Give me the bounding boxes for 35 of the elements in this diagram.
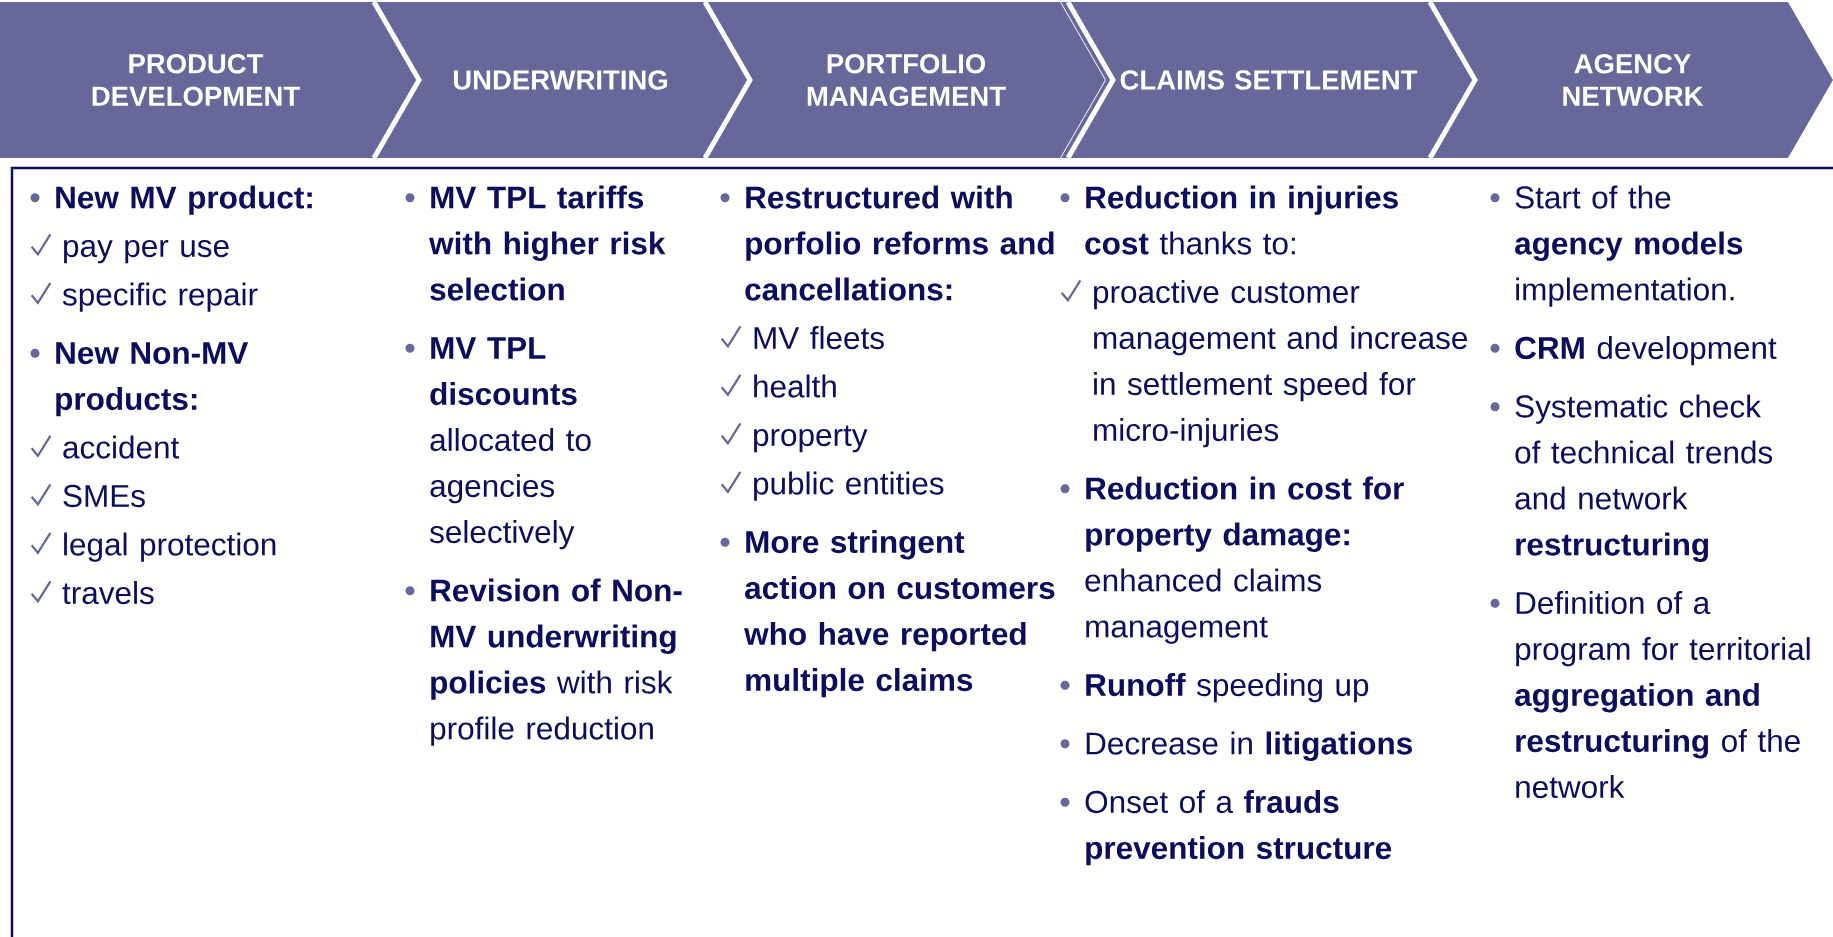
bullet-item: Reduction in injuries cost thanks to: <box>1060 185 1398 255</box>
node-label: UNDERWRITING <box>453 70 668 90</box>
bullet-item: MV TPL discounts allocated to agencies selectively <box>405 337 591 550</box>
node-label: PRODUCT DEVELOPMENT <box>92 54 300 106</box>
bullet-item: Systematic check of technical trends and network restructuring <box>1490 394 1773 562</box>
check-item: specific repair <box>30 282 258 312</box>
check-item: public entities <box>720 471 944 501</box>
bullet-item: Start of the agency models implementation. <box>1490 185 1743 307</box>
bullet-item: MV TPL tariffs with higher risk selection <box>405 185 666 301</box>
process-step: CLAIMS SETTLEMENT <box>1061 2 1477 158</box>
bullet-item: Definition of a program for territorial aggregation and restructuring of the network <box>1490 591 1810 799</box>
check-item: pay per use <box>30 233 229 264</box>
check-item: legal protection <box>30 532 276 562</box>
bullet-item: New Non-MV products: <box>30 342 249 417</box>
bullet-item: New MV product: <box>30 185 312 215</box>
bullet-item: Restructured with porfolio reforms and cancellations: <box>720 185 1054 301</box>
check-item: SMEs <box>30 483 145 508</box>
check-item: property <box>720 422 868 453</box>
check-item: accident <box>30 435 180 459</box>
node-label: AGENCY NETWORK <box>1563 54 1704 106</box>
check-item: travels <box>30 580 154 605</box>
process-step: UNDERWRITING <box>367 2 754 158</box>
check-item: MV fleets <box>720 325 884 350</box>
bullet-item: Decrease in litigations <box>1060 731 1412 761</box>
bullet-item: CRM development <box>1490 336 1777 366</box>
node-label: CLAIMS SETTLEMENT <box>1120 70 1418 90</box>
process-step: PORTFOLIO MANAGEMENT <box>707 2 1105 158</box>
bullet-item: Runoff speeding up <box>1060 673 1369 703</box>
check-item: health <box>720 374 836 398</box>
bullet-item: Onset of a frauds prevention structure <box>1060 790 1392 866</box>
bullet-item: More stringent action on customers who have reported multiple claims <box>720 530 1055 698</box>
check-item: proactive customer management and increase in settlement speed for micro-injuries <box>1060 279 1467 448</box>
bullet-item: Revision of Non-MV underwriting policies with risk profile reduction <box>405 578 682 746</box>
process-step: AGENCY NETWORK <box>1432 2 1833 158</box>
node-label: PORTFOLIO MANAGEMENT <box>807 54 1006 106</box>
